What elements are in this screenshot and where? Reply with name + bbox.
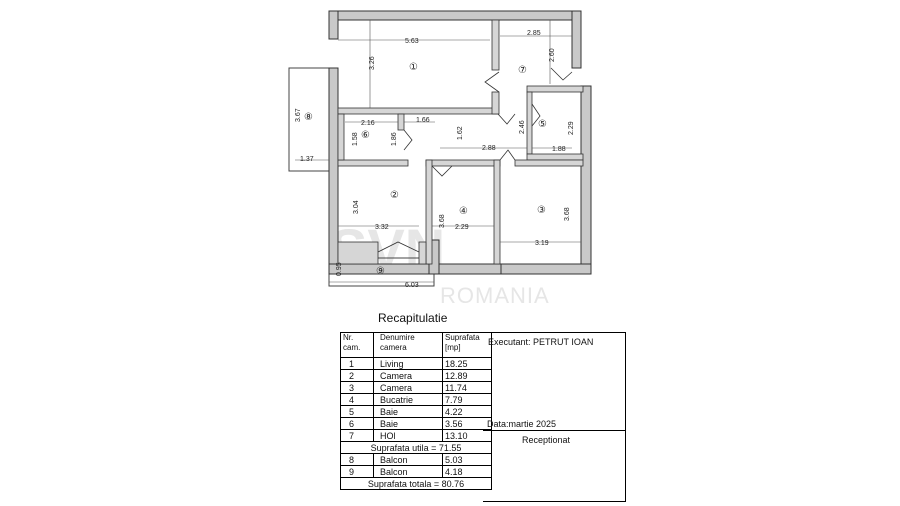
table-row: 1 Living 18.25: [340, 357, 492, 370]
dim-label: 1.58: [352, 132, 359, 146]
cell-name: Baie: [373, 417, 443, 430]
executant-label: Executant: PETRUT IOAN: [488, 337, 594, 347]
dim-label: 2.29: [455, 224, 469, 231]
area-summary-table: Nr. cam. Denumire camera Suprafata [mp] …: [340, 332, 492, 490]
received-label: Receptionat: [522, 435, 571, 445]
divider: [483, 430, 625, 431]
floor-plan: SVN ROMANIA: [288, 10, 592, 308]
room-label-4: ④: [459, 206, 468, 217]
grand-total: Suprafata totala = 80.76: [340, 477, 492, 490]
dim-label: 1.88: [552, 146, 566, 153]
dim-label: 1.86: [391, 132, 398, 146]
cell-nr: 9: [340, 465, 374, 478]
dim-label: 3.26: [369, 56, 376, 70]
grand-total-row: Suprafata totala = 80.76: [340, 477, 492, 490]
table-row: 7 HOl 13.10: [340, 429, 492, 442]
dim-label: 2.85: [527, 30, 541, 37]
room-label-1: ①: [409, 62, 418, 73]
exterior-walls: [328, 10, 592, 275]
room-label-5: ⑤: [538, 119, 547, 130]
cell-nr: 6: [340, 417, 374, 430]
dim-label: 3.19: [535, 240, 549, 247]
cell-name: Balcon: [373, 453, 443, 466]
cell-nr: 8: [340, 453, 374, 466]
dim-label: 2.46: [519, 120, 526, 134]
cell-name: Baie: [373, 405, 443, 418]
room-label-7: ⑦: [518, 65, 527, 76]
header-nr: Nr. cam.: [340, 332, 374, 358]
room-label-9: ⑨: [376, 266, 385, 277]
table-header-row: Nr. cam. Denumire camera Suprafata [mp]: [340, 332, 492, 358]
table-row: 5 Baie 4.22: [340, 405, 492, 418]
dim-label: 2.29: [568, 121, 575, 135]
dim-label: 1.37: [300, 156, 314, 163]
table-row: 4 Bucatrie 7.79: [340, 393, 492, 406]
table-row: 6 Baie 3.56: [340, 417, 492, 430]
watermark-country: ROMANIA: [440, 283, 550, 308]
cell-name: Balcon: [373, 465, 443, 478]
dim-label: 2.60: [549, 48, 556, 62]
room-label-2: ②: [390, 190, 399, 201]
interior-walls: [337, 19, 584, 265]
cell-nr: 7: [340, 429, 374, 442]
dim-label: 2.16: [361, 120, 375, 127]
dim-label: 5.63: [405, 38, 419, 45]
cell-nr: 2: [340, 369, 374, 382]
cell-nr: 3: [340, 381, 374, 394]
room-label-6: ⑥: [361, 130, 370, 141]
cell-name: HOl: [373, 429, 443, 442]
cell-nr: 1: [340, 357, 374, 370]
cell-nr: 4: [340, 393, 374, 406]
header-area: Suprafata [mp]: [442, 332, 492, 358]
dim-label: 3.68: [439, 214, 446, 228]
date-label: Data:martie 2025: [487, 419, 557, 429]
dimension-labels: 5.63 3.26 2.85 2.60 3.67 2.16 1.66 1.58 …: [295, 30, 575, 289]
useful-total: Suprafata utila = 71.55: [340, 441, 492, 454]
cell-name: Camera: [373, 381, 443, 394]
dim-label: 2.88: [482, 145, 496, 152]
table-row: 3 Camera 11.74: [340, 381, 492, 394]
room-labels: ① ② ③ ④ ⑤ ⑥ ⑦ ⑧ ⑨: [304, 62, 547, 277]
table-row: 2 Camera 12.89: [340, 369, 492, 382]
dim-label: 3.67: [295, 108, 302, 122]
dim-label: 3.68: [564, 207, 571, 221]
dim-label: 3.32: [375, 224, 389, 231]
cell-name: Living: [373, 357, 443, 370]
cell-name: Bucatrie: [373, 393, 443, 406]
useful-total-row: Suprafata utila = 71.55: [340, 441, 492, 454]
cell-nr: 5: [340, 405, 374, 418]
table-row: 9 Balcon 4.18: [340, 465, 492, 478]
dim-label: 6.03: [405, 282, 419, 289]
dim-label: 1.62: [457, 126, 464, 140]
header-name: Denumire camera: [373, 332, 443, 358]
dim-label: 0.95: [336, 262, 343, 276]
cell-name: Camera: [373, 369, 443, 382]
dimension-lines: [295, 20, 581, 283]
doors: [377, 67, 573, 253]
dim-label: 3.04: [353, 200, 360, 214]
table-row: 8 Balcon 5.03: [340, 453, 492, 466]
recap-title: Recapitulatie: [378, 311, 448, 325]
room-label-3: ③: [537, 205, 546, 216]
room-label-8: ⑧: [304, 112, 313, 123]
dim-label: 1.66: [416, 117, 430, 124]
title-block: Executant: PETRUT IOAN Data:martie 2025 …: [483, 332, 626, 502]
